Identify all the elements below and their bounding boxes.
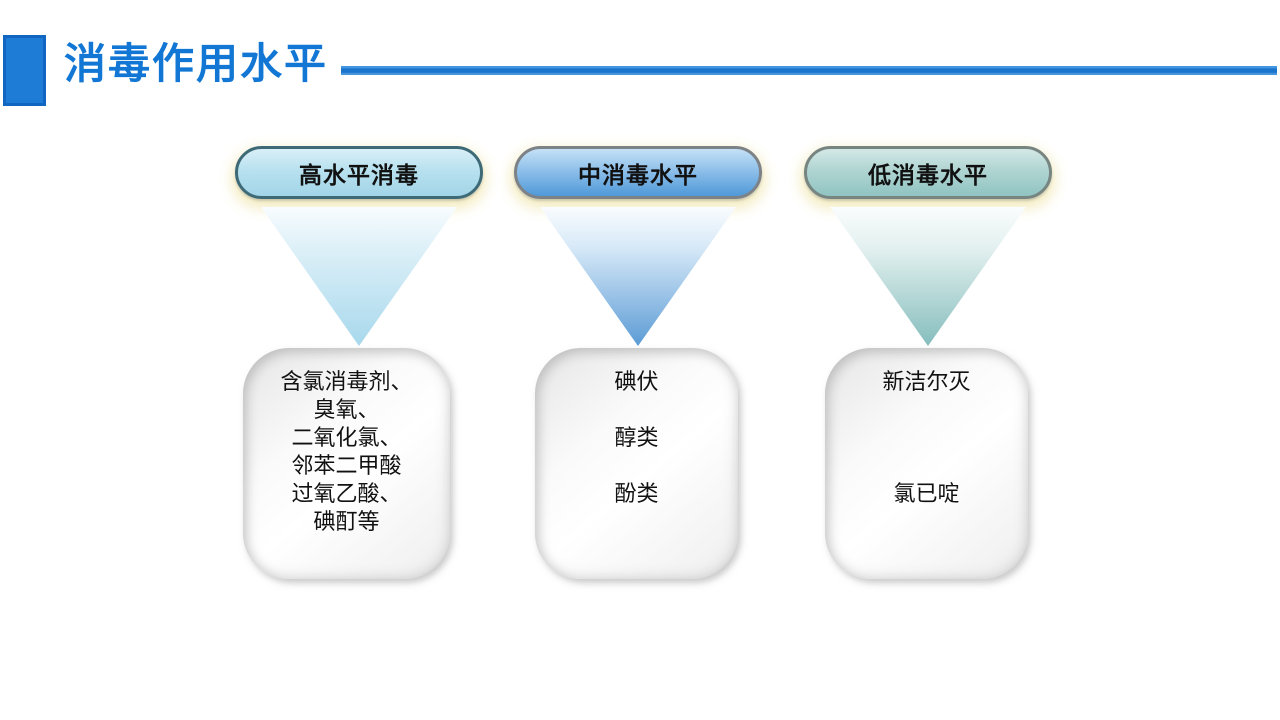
funnel-arrow-low bbox=[830, 207, 1026, 346]
level-pill-medium: 中消毒水平 bbox=[514, 146, 762, 199]
item-line: 过氧乙酸、 bbox=[291, 481, 402, 506]
level-pill-high-label: 高水平消毒 bbox=[299, 162, 419, 188]
title-rule bbox=[341, 66, 1277, 75]
level-pill-low-label: 低消毒水平 bbox=[868, 162, 988, 188]
item-line: 含氯消毒剂、 bbox=[280, 369, 413, 394]
items-box-medium: 碘伏 醇类 酚类 bbox=[535, 348, 738, 579]
funnel-arrow-high bbox=[261, 207, 457, 346]
slide-title: 消毒作用水平 bbox=[64, 42, 329, 88]
items-box-high: 含氯消毒剂、 臭氧、 二氧化氯、 邻苯二甲酸 过氧乙酸、 碘酊等 bbox=[243, 348, 450, 579]
item-line: 醇类 bbox=[614, 425, 659, 450]
item-line: 新洁尔灭 bbox=[882, 369, 971, 394]
items-box-low: 新洁尔灭 氯已啶 bbox=[825, 348, 1028, 579]
item-line: 酚类 bbox=[614, 481, 659, 506]
item-line: 碘伏 bbox=[614, 369, 659, 394]
item-line: 邻苯二甲酸 bbox=[291, 453, 402, 478]
item-line: 臭氧、 bbox=[313, 397, 380, 422]
item-line: 碘酊等 bbox=[313, 509, 380, 534]
item-line: 氯已啶 bbox=[893, 481, 960, 506]
level-pill-low: 低消毒水平 bbox=[804, 146, 1052, 199]
title-accent-square bbox=[3, 35, 46, 106]
funnel-arrow-medium bbox=[540, 207, 736, 346]
level-pill-medium-label: 中消毒水平 bbox=[578, 162, 698, 188]
level-pill-high: 高水平消毒 bbox=[235, 146, 483, 199]
item-line: 二氧化氯、 bbox=[291, 425, 402, 450]
